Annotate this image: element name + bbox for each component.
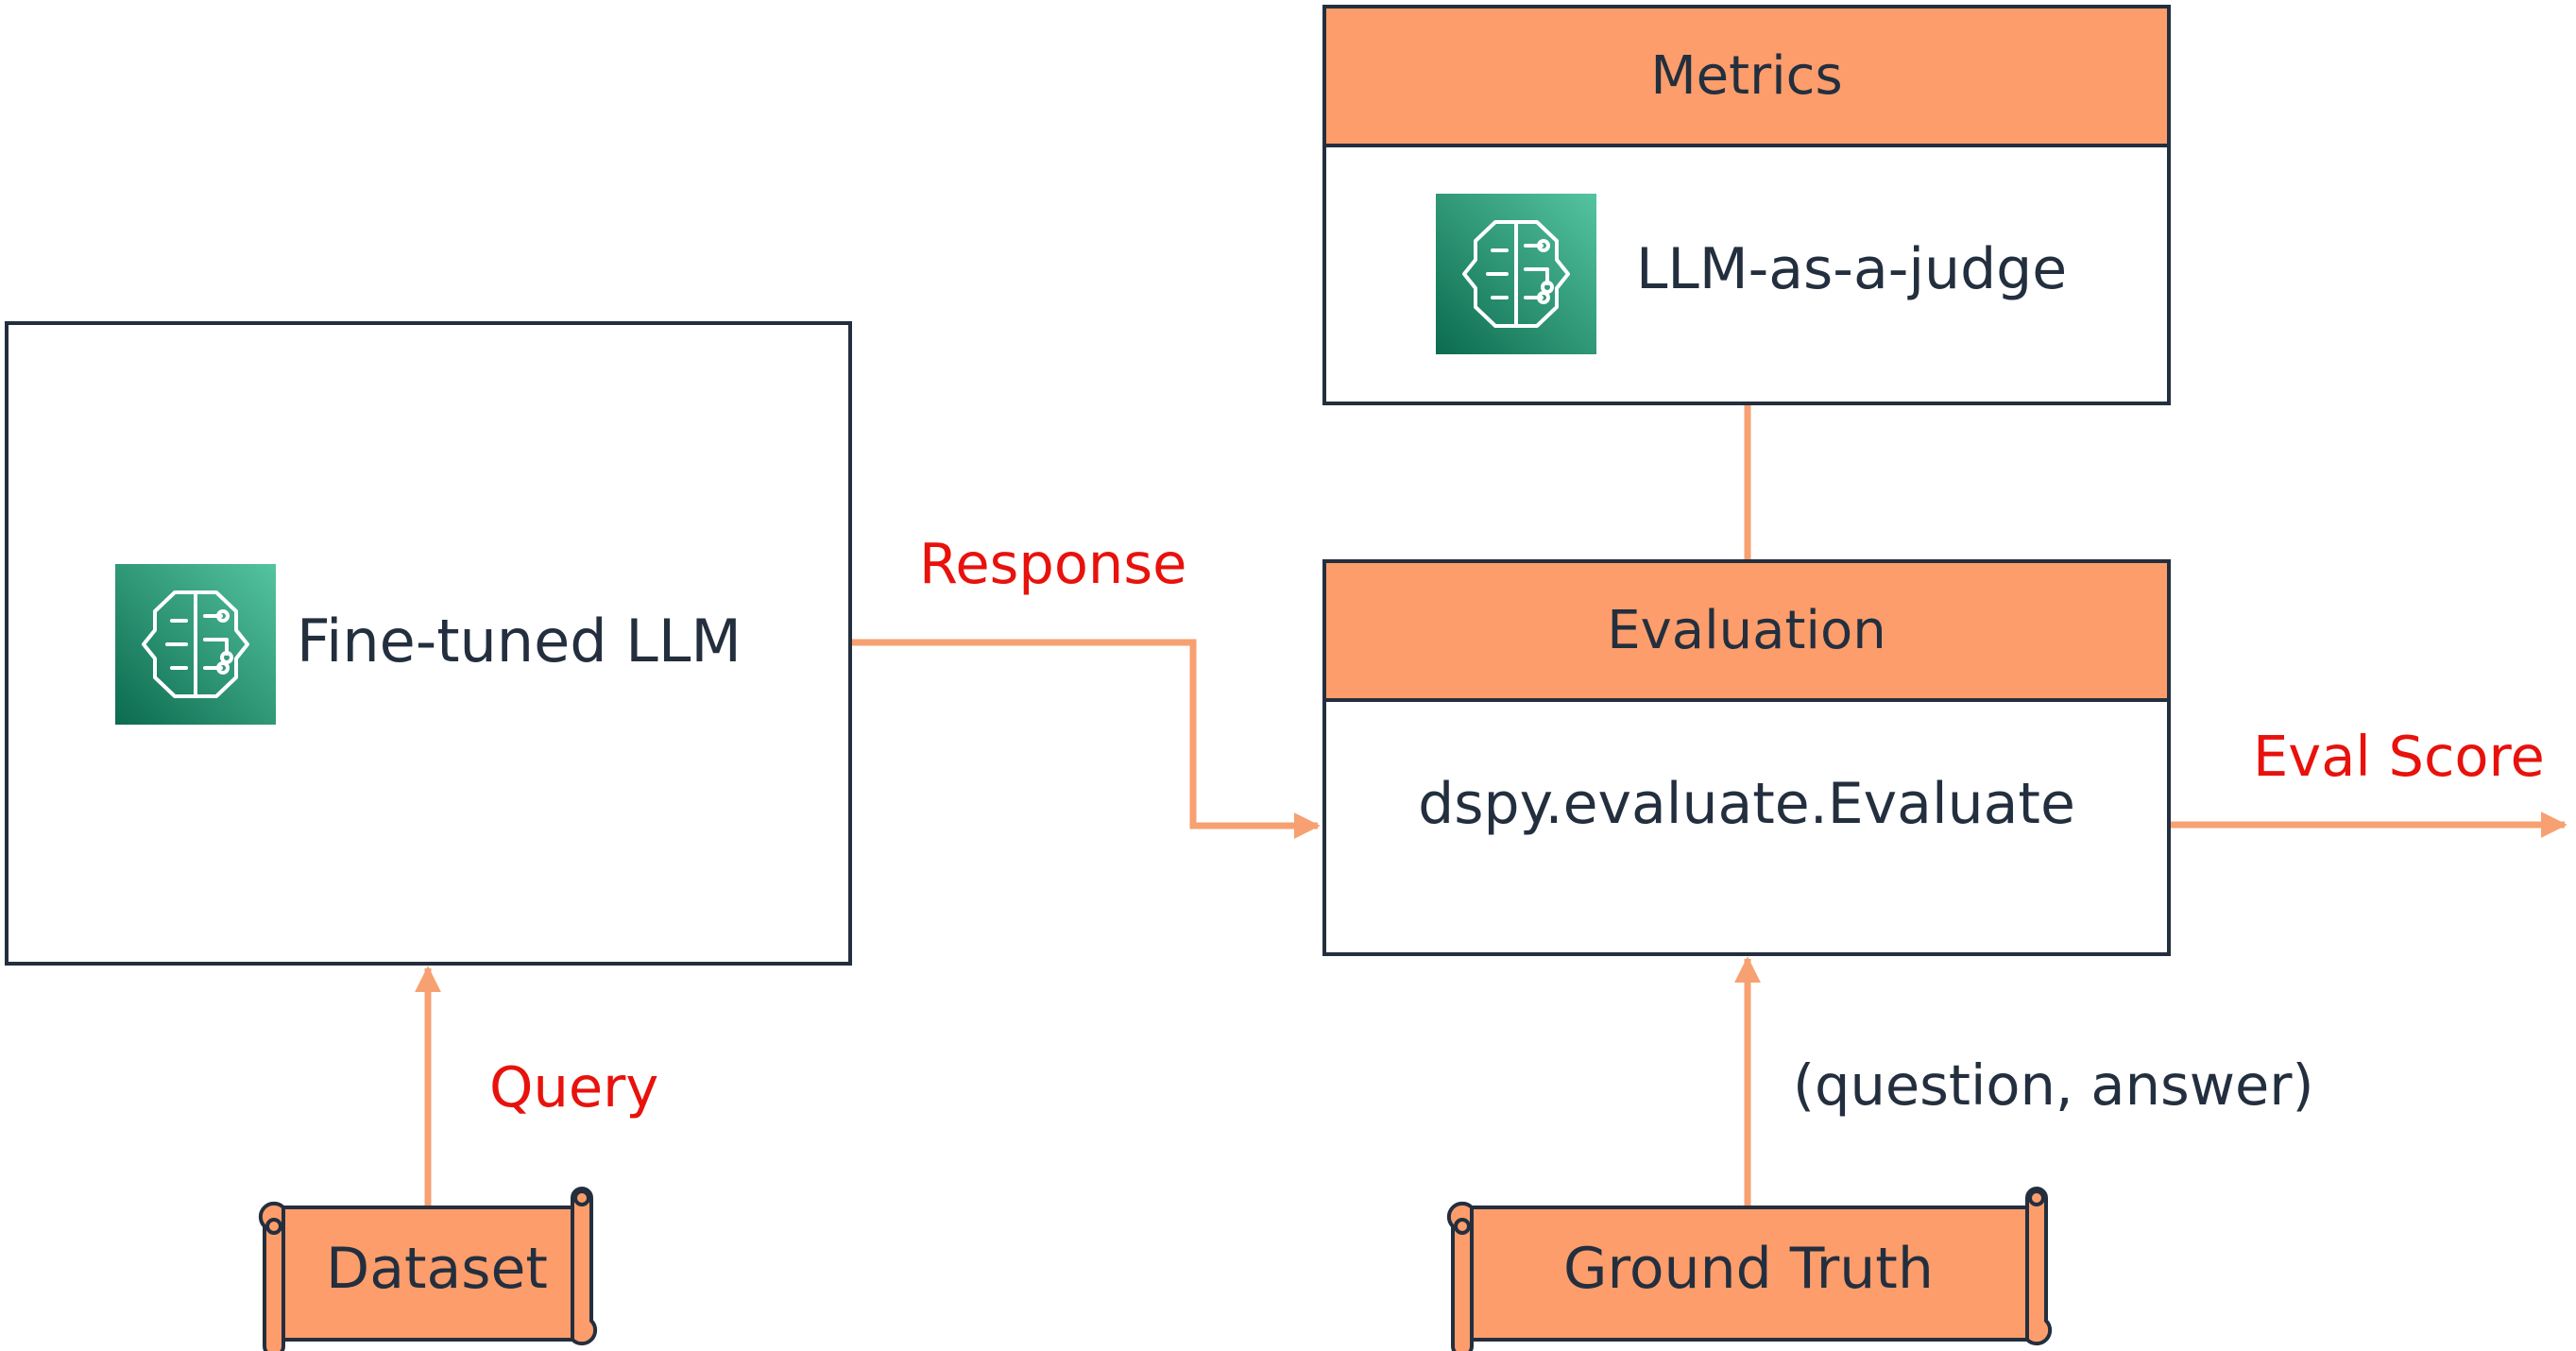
finetuned-llm-node: Fine-tuned LLM bbox=[5, 321, 852, 966]
eval-score-edge-label: Eval Score bbox=[2253, 724, 2545, 789]
dataset-label: Dataset bbox=[326, 1236, 548, 1302]
sagemaker-brain-icon bbox=[1436, 194, 1596, 354]
query-edge-label: Query bbox=[489, 1054, 659, 1120]
response-edge-label: Response bbox=[919, 531, 1187, 596]
response-arrow bbox=[850, 639, 1321, 839]
metrics-header-label: Metrics bbox=[1650, 45, 1843, 107]
evaluation-header-label: Evaluation bbox=[1607, 600, 1886, 661]
ground-truth-label: Ground Truth bbox=[1563, 1236, 1934, 1302]
llm-as-a-judge-label: LLM-as-a-judge bbox=[1636, 236, 2068, 302]
metrics-node: Metrics LLM-as-a-judge bbox=[1322, 5, 2171, 405]
finetuned-llm-label: Fine-tuned LLM bbox=[297, 607, 742, 676]
question-answer-edge-label: (question, answer) bbox=[1793, 1052, 2314, 1118]
evaluation-node: Evaluation dspy.evaluate.Evaluate bbox=[1322, 559, 2171, 956]
ground-truth-scroll-shape bbox=[1446, 1187, 2053, 1351]
sagemaker-brain-icon bbox=[115, 564, 276, 725]
dspy-evaluate-label: dspy.evaluate.Evaluate bbox=[1418, 771, 2075, 837]
metrics-header: Metrics bbox=[1326, 9, 2167, 147]
evaluation-header: Evaluation bbox=[1326, 563, 2167, 702]
dataset-scroll-shape bbox=[258, 1187, 598, 1351]
